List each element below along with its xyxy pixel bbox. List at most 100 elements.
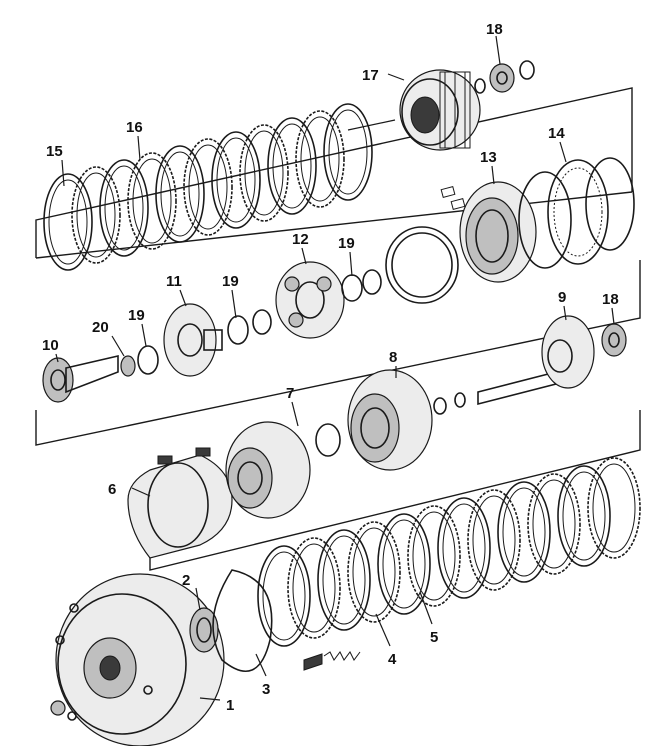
callout-14: 14: [548, 125, 565, 142]
panel-middle: [35, 260, 641, 446]
parts-4-5-clutch-discs: [257, 457, 641, 647]
callout-9: 9: [558, 289, 566, 306]
panel-top-lower: [35, 191, 633, 259]
bottom-clutch-disc-inner: [592, 463, 636, 553]
snap-ring-band: [385, 226, 459, 304]
top-clutch-disc: [267, 117, 317, 215]
bottom-clutch-disc-inner: [292, 543, 336, 633]
callout-11: 11: [166, 273, 182, 290]
top-clutch-disc-inner: [272, 123, 312, 209]
callout-6: 6: [108, 481, 116, 498]
bottom-clutch-disc: [587, 457, 641, 559]
top-clutch-disc: [183, 138, 233, 236]
top-clutch-disc: [99, 159, 149, 257]
part-1-torque-converter: [50, 573, 225, 746]
callout-18-mid: 18: [602, 291, 619, 308]
callout-10: 10: [42, 337, 59, 354]
part-19-washer-a: [137, 345, 159, 375]
bottom-clutch-disc: [287, 537, 341, 639]
callout-19-a: 19: [128, 307, 145, 324]
part-11-planet: [163, 303, 223, 377]
top-clutch-disc-inner: [104, 165, 144, 251]
leader-lines: [55, 35, 615, 701]
callout-labels: 1 2 3 4 5 6 7 8 9 10 20 19 11 19 12 19 1…: [42, 21, 619, 714]
part-17-drum: [399, 69, 481, 151]
part-13-drum: [440, 181, 537, 283]
top-clutch-disc-inner: [160, 151, 200, 237]
top-clutch-disc: [295, 110, 345, 208]
top-clutch-disc: [211, 131, 261, 229]
callout-5: 5: [430, 629, 438, 646]
part-9-gear: [541, 315, 595, 389]
bottom-clutch-disc-inner: [442, 503, 486, 593]
bottom-clutch-disc: [317, 529, 371, 631]
bottom-clutch-disc: [467, 489, 521, 591]
part-3-ring: [212, 569, 273, 672]
bottom-clutch-disc: [347, 521, 401, 623]
panel-top: [35, 87, 633, 258]
bottom-clutch-disc: [497, 481, 551, 583]
callout-19-c: 19: [338, 235, 355, 252]
bottom-clutch-disc-inner: [382, 519, 426, 609]
top-clutch-disc-inner: [188, 144, 228, 230]
parts-15-16-clutch-discs: [43, 103, 373, 271]
top-clutch-disc-inner: [328, 109, 368, 195]
bottom-clutch-disc-inner: [472, 495, 516, 585]
callout-17: 17: [362, 67, 379, 84]
callout-4: 4: [388, 651, 397, 668]
bottom-clutch-disc-inner: [412, 511, 456, 601]
bottom-clutch-disc-inner: [322, 535, 366, 625]
part-8-ring-gear: [347, 369, 433, 471]
top-clutch-disc: [323, 103, 373, 201]
top-clutch-disc-inner: [216, 137, 256, 223]
callout-20: 20: [92, 319, 109, 336]
top-clutch-disc: [239, 124, 289, 222]
callout-12: 12: [292, 231, 309, 248]
top-clutch-disc-inner: [76, 172, 116, 258]
callout-2: 2: [182, 572, 190, 589]
top-clutch-disc: [71, 166, 121, 264]
part-14-bearing-ring: [518, 157, 635, 269]
bottom-clutch-disc: [257, 545, 311, 647]
bottom-clutch-disc-inner: [262, 551, 306, 641]
callout-13: 13: [480, 149, 497, 166]
top-clutch-disc-inner: [244, 130, 284, 216]
bottom-clutch-disc-inner: [532, 479, 576, 569]
callout-15: 15: [46, 143, 63, 160]
callout-3: 3: [262, 681, 270, 698]
part-12-carrier: [275, 261, 345, 339]
bottom-clutch-disc: [557, 465, 611, 567]
part-19-washer-b: [227, 309, 272, 345]
bottom-clutch-disc-inner: [352, 527, 396, 617]
bottom-clutch-disc: [407, 505, 461, 607]
bottom-clutch-disc-inner: [562, 471, 606, 561]
top-clutch-disc: [43, 173, 93, 271]
part-10-input-shaft: [42, 354, 119, 403]
axis-top: [347, 119, 396, 131]
bottom-clutch-disc: [527, 473, 581, 575]
part-18-top-bearing: [474, 60, 535, 94]
part-18-bearing: [601, 323, 627, 357]
bottom-clutch-disc-inner: [502, 487, 546, 577]
callout-19-b: 19: [222, 273, 239, 290]
part-19-washer-c: [341, 269, 382, 302]
bottom-clutch-disc: [437, 497, 491, 599]
part-20-bearing: [120, 355, 136, 377]
top-clutch-disc: [155, 145, 205, 243]
top-clutch-disc-inner: [48, 179, 88, 265]
spring-pin: [303, 651, 361, 671]
callout-1: 1: [226, 697, 234, 714]
part-6-drum: [127, 447, 233, 559]
callout-16: 16: [126, 119, 143, 136]
output-shaft: [433, 370, 557, 415]
callout-18-top: 18: [486, 21, 503, 38]
callout-8: 8: [389, 349, 397, 366]
top-clutch-disc: [127, 152, 177, 250]
bottom-clutch-disc: [377, 513, 431, 615]
top-clutch-disc-inner: [300, 116, 340, 202]
part-7-hub: [225, 421, 341, 519]
top-clutch-disc-inner: [132, 158, 172, 244]
callout-7: 7: [286, 385, 294, 402]
